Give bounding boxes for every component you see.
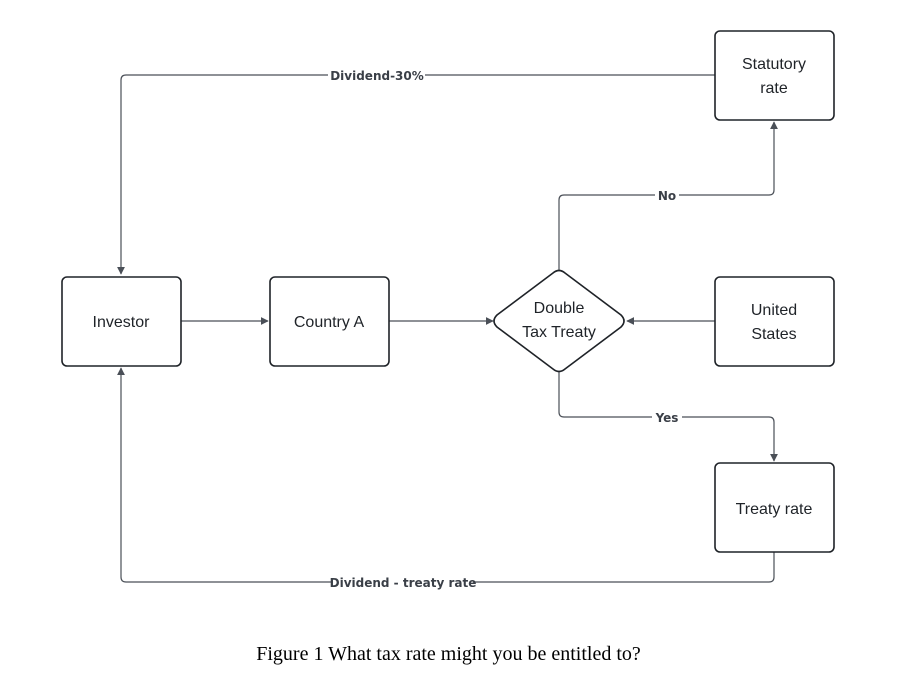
node-united-states: United States	[714, 276, 835, 367]
node-us-label-line1: United	[751, 302, 797, 319]
node-united-states-box	[714, 276, 835, 367]
node-statutory-label-line1: Statutory	[742, 56, 806, 73]
node-treaty-rate-box	[714, 462, 835, 553]
edge-treaty-rate-to-investor	[117, 367, 775, 583]
edge-label-bg	[333, 574, 473, 590]
node-statutory-label-line2: rate	[760, 80, 788, 97]
node-statutory-rate: Statutory rate	[714, 30, 835, 121]
edge-label-dividend-treaty-rate: Dividend - treaty rate	[330, 576, 477, 590]
node-treaty-label-line1: Double	[534, 300, 585, 317]
node-country-a: Country A	[269, 276, 390, 367]
edge-label-bg	[655, 188, 679, 204]
edge-label-dividend-30: Dividend-30%	[330, 69, 424, 83]
edge-label-bg	[652, 410, 682, 426]
node-investor-label: Investor	[93, 314, 151, 331]
node-statutory-rate-box	[714, 30, 835, 121]
node-us-label-line2: States	[751, 326, 796, 343]
node-country-a-box	[269, 276, 390, 367]
node-treaty-label-line2: Tax Treaty	[522, 324, 596, 341]
node-double-tax-treaty-diamond	[493, 269, 625, 373]
figure-caption: Figure 1 What tax rate might you be enti…	[256, 643, 641, 665]
node-double-tax-treaty: Double Tax Treaty	[493, 269, 625, 373]
node-investor-box	[61, 276, 182, 367]
edge-statutory-to-investor	[117, 74, 715, 275]
edge-label-bg	[328, 67, 425, 83]
node-country-a-label: Country A	[294, 314, 365, 331]
edge-label-yes: Yes	[655, 411, 679, 425]
node-investor: Investor	[61, 276, 182, 367]
node-treaty-rate-label: Treaty rate	[736, 501, 813, 518]
node-treaty-rate: Treaty rate	[714, 462, 835, 553]
edge-label-no: No	[658, 189, 676, 203]
